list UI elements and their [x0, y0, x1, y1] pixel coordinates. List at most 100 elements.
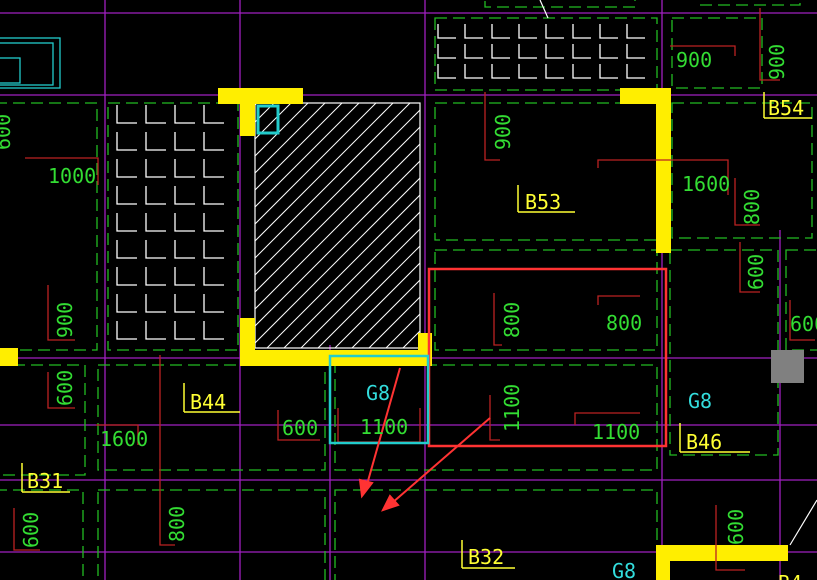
- tile-mark: [174, 267, 195, 286]
- tile-mark: [437, 24, 456, 39]
- tile-mark: [203, 105, 224, 124]
- tile-mark: [626, 24, 645, 39]
- tile-mark: [145, 267, 166, 286]
- hatch-line: [255, 177, 420, 344]
- hatch-line: [255, 103, 309, 157]
- tile-mark: [174, 240, 195, 259]
- tile-mark: [572, 44, 591, 59]
- dim-1600-right: 1600: [682, 172, 730, 196]
- beam-label-g8-bottom: G8: [612, 559, 636, 580]
- dim-600-left: 600: [53, 370, 77, 406]
- tile-mark: [518, 24, 537, 39]
- tile-mark: [145, 294, 166, 313]
- tile-mark: [491, 64, 510, 79]
- slab-label-b4x: B4: [778, 571, 802, 580]
- dim-1100-box-horiz: 1100: [592, 420, 640, 444]
- tile-mark: [572, 64, 591, 79]
- tile-mark: [203, 186, 224, 205]
- tile-mark: [203, 321, 224, 340]
- hatch-line: [419, 347, 420, 348]
- hatch-line: [255, 103, 360, 208]
- slab-label-b31: B31: [27, 469, 63, 493]
- tile-mark: [174, 321, 195, 340]
- hatch-line: [266, 194, 420, 348]
- dim-900-left: 900: [53, 302, 77, 338]
- dim-800-right-vert: 800: [740, 189, 764, 225]
- tile-mark: [203, 132, 224, 151]
- tile-mark: [545, 64, 564, 79]
- dim-900-top-right: 900: [676, 48, 712, 72]
- hatch-line: [255, 103, 394, 242]
- hatch-line: [317, 245, 420, 348]
- slab-label-b44: B44: [190, 390, 226, 414]
- tile-mark: [203, 294, 224, 313]
- hatch-line: [255, 103, 292, 140]
- dim-600-far-right: 600: [790, 312, 817, 336]
- tile-mark: [437, 44, 456, 59]
- tile-mark: [491, 24, 510, 39]
- hatched-void: [0, 88, 421, 349]
- tile-mark: [116, 294, 137, 313]
- hatch-line: [255, 103, 411, 259]
- gray-block: [771, 350, 804, 383]
- dim-1600-left: 1600: [100, 427, 148, 451]
- hatch-line: [300, 228, 420, 348]
- dim-900-mid: 900: [491, 114, 515, 150]
- hatch-line: [0, 88, 255, 348]
- hatch-line: [351, 279, 420, 348]
- tile-mark: [116, 159, 137, 178]
- hatch-line: [368, 296, 420, 348]
- tile-mark: [174, 132, 195, 151]
- hatch-line: [402, 330, 420, 348]
- tile-mark: [174, 294, 195, 313]
- tile-mark: [203, 267, 224, 286]
- hatch-line: [255, 126, 420, 293]
- tile-mark: [599, 64, 618, 79]
- tile-mark: [116, 105, 137, 124]
- hatch-line: [283, 211, 420, 348]
- tile-mark: [145, 132, 166, 151]
- hatch-line: [255, 160, 420, 327]
- dim-1100-box-vert: 1100: [500, 384, 524, 432]
- tile-mark: [437, 64, 456, 79]
- hatch-line: [255, 103, 326, 174]
- tile-mark: [464, 24, 483, 39]
- tile-mark: [572, 24, 591, 39]
- tile-mark: [145, 105, 166, 124]
- tile-mark: [145, 213, 166, 232]
- dim-600-bottom-right: 600: [724, 509, 748, 545]
- slab-label-b53: B53: [525, 190, 561, 214]
- hatch-line: [334, 262, 420, 348]
- slab-label-b32: B32: [468, 545, 504, 569]
- dim-600-bottom-left: 600: [19, 512, 43, 548]
- walls: [0, 88, 788, 580]
- slab-label-b46: B46: [686, 430, 722, 454]
- tile-mark: [116, 132, 137, 151]
- tile-mark: [145, 240, 166, 259]
- dim-800-bottom: 800: [165, 506, 189, 542]
- hatch-line: [255, 103, 343, 191]
- cyan-frame-fragment: [0, 37, 61, 89]
- tile-mark: [599, 44, 618, 59]
- slab-label-b54: B54: [768, 96, 804, 120]
- diagonal-lines: [539, 0, 817, 546]
- tile-mark: [518, 44, 537, 59]
- tile-mark: [545, 44, 564, 59]
- tile-mark: [116, 186, 137, 205]
- dim-800-box-horiz: 800: [606, 311, 642, 335]
- beam-label-g8-right: G8: [688, 389, 712, 413]
- hatch-line: [255, 109, 420, 276]
- tile-mark: [626, 44, 645, 59]
- tile-mark: [599, 24, 618, 39]
- tile-mark: [518, 64, 537, 79]
- tile-mark: [174, 159, 195, 178]
- slab-label-markers: [21, 92, 812, 569]
- tile-mark: [116, 321, 137, 340]
- dim-800-box-vert: 800: [500, 302, 524, 338]
- dim-900-far-right: 900: [765, 44, 789, 80]
- tile-mark: [464, 44, 483, 59]
- tile-mark: [145, 321, 166, 340]
- dim-1100-cyan: 1100: [360, 415, 408, 439]
